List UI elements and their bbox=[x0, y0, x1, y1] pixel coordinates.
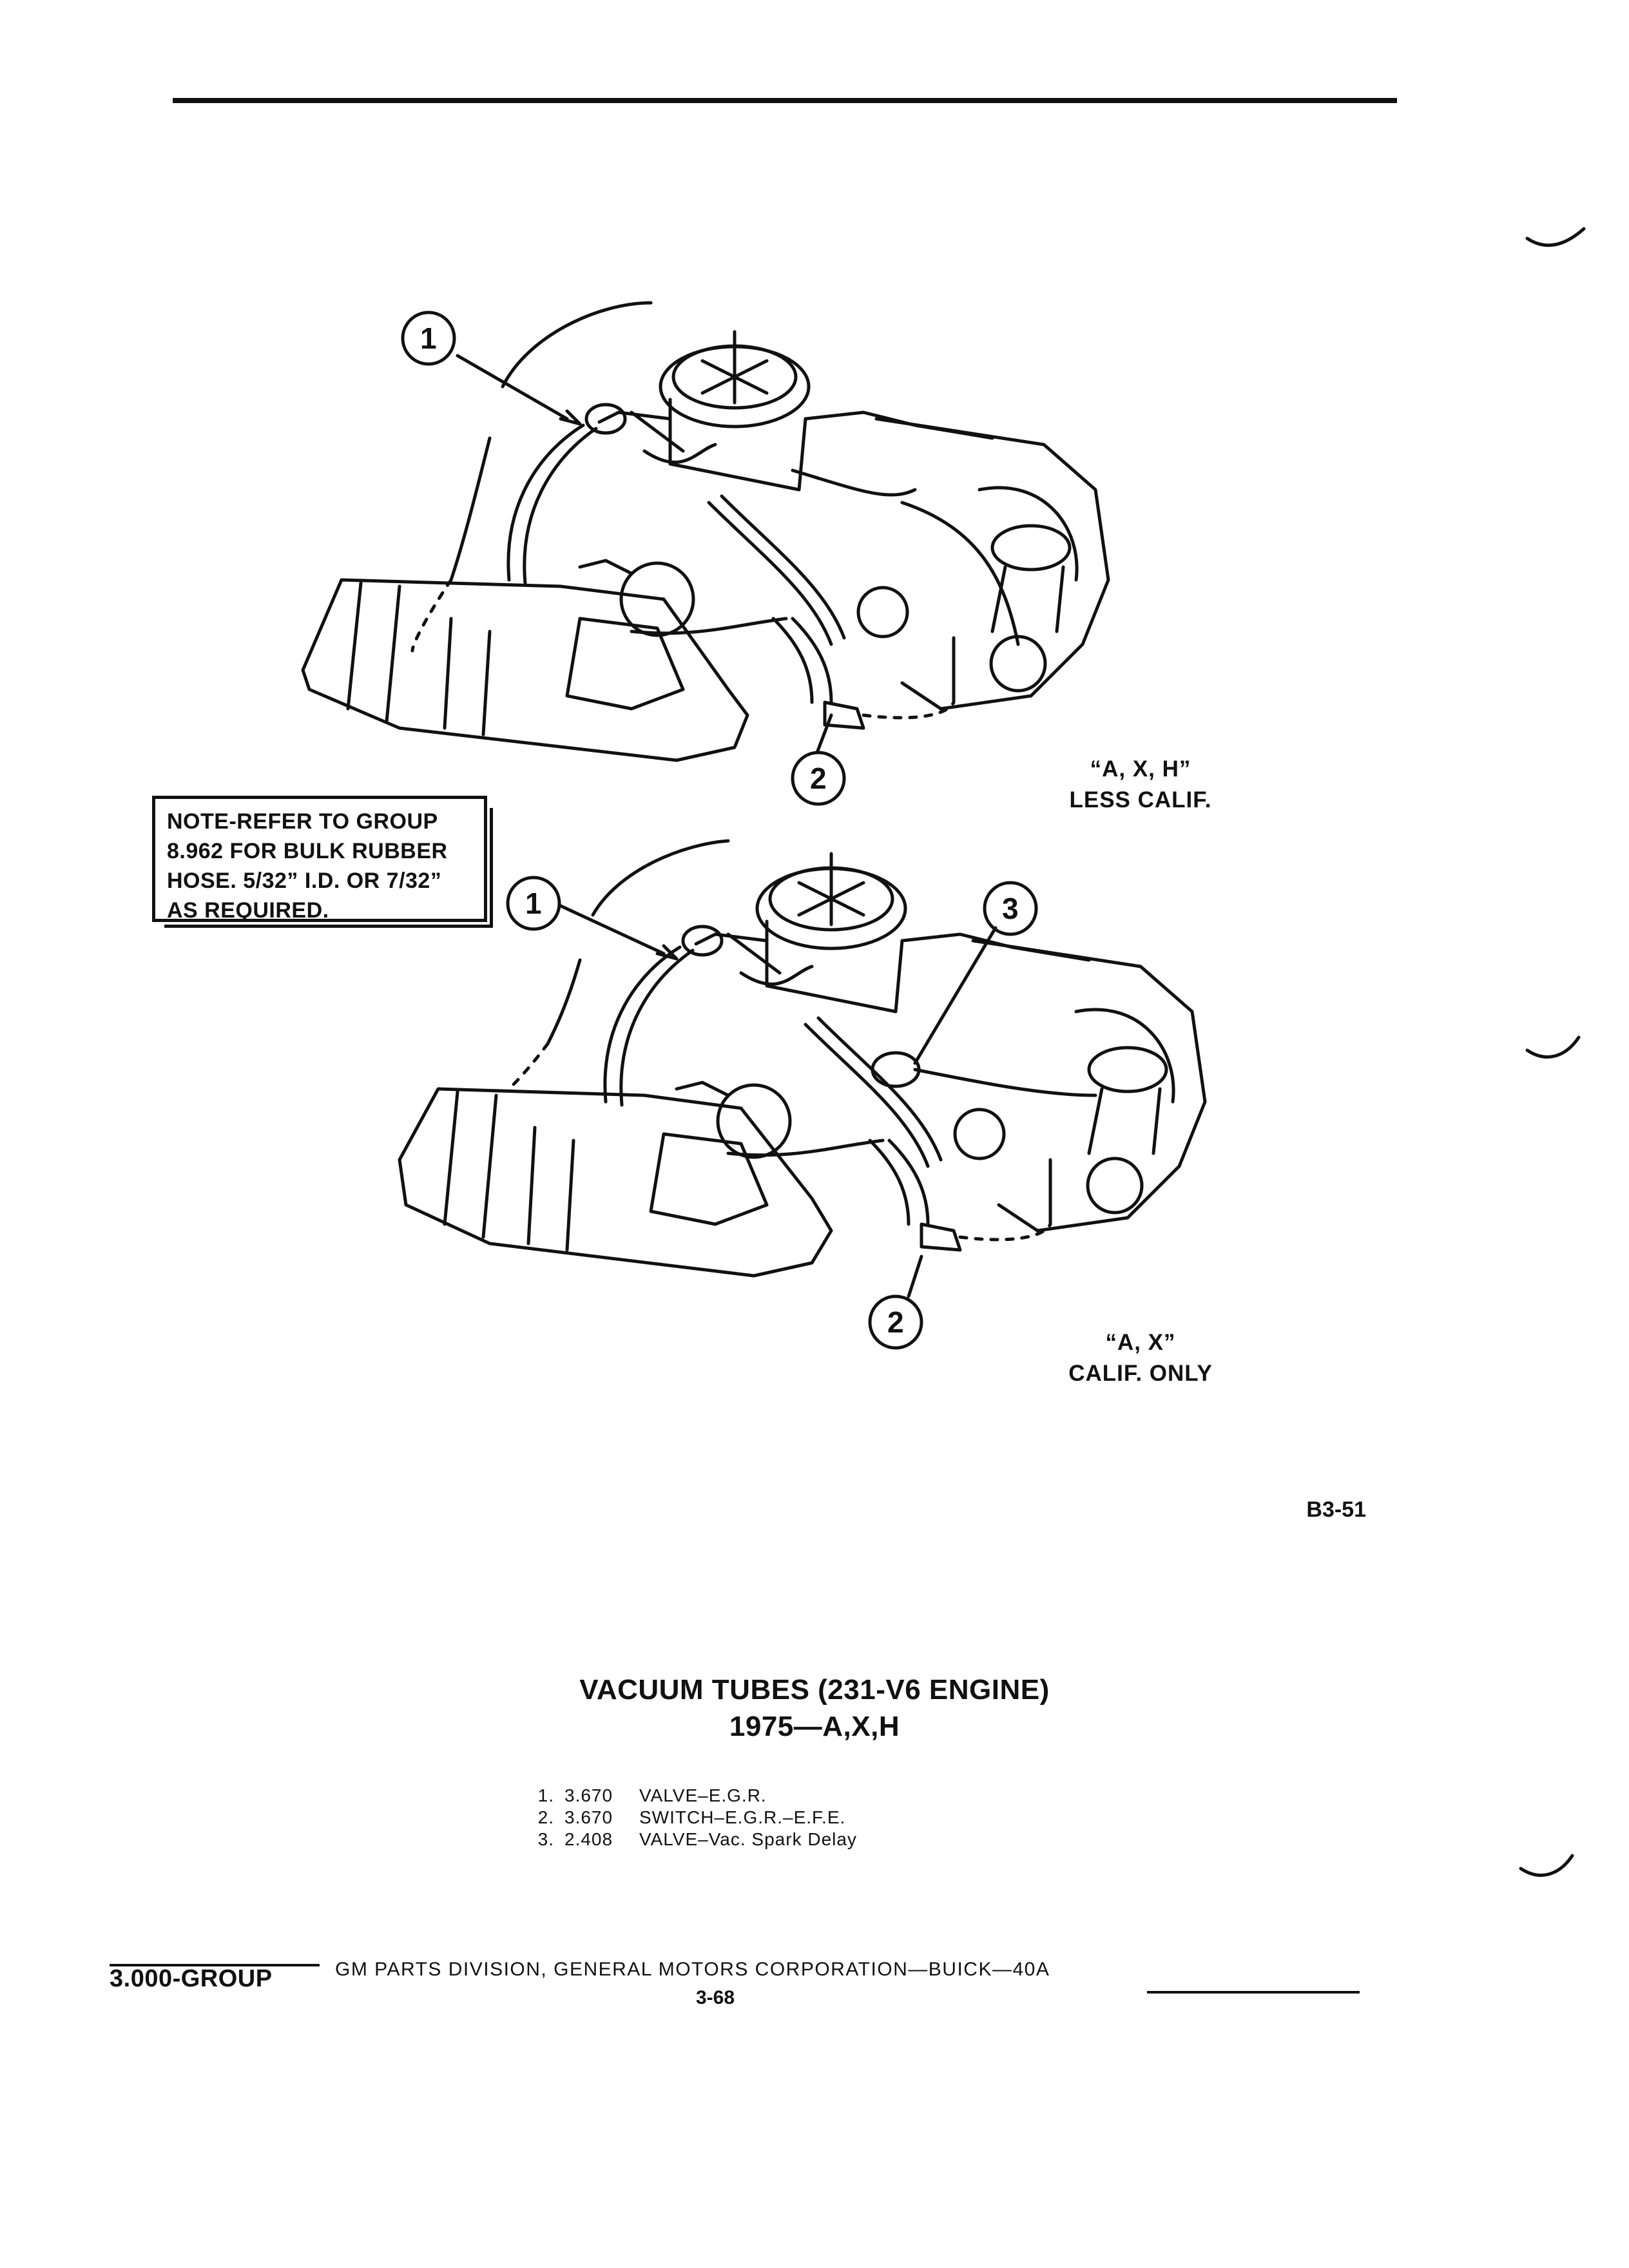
note-line: HOSE. 5/32” I.D. OR 7/32” bbox=[167, 869, 442, 893]
top-engine-drawing bbox=[301, 301, 1110, 762]
part-quantity: 2.408 bbox=[564, 1829, 613, 1849]
callout-circle-2-top bbox=[791, 751, 846, 806]
part-number: 1. bbox=[537, 1785, 554, 1805]
variant-label-bottom: “A, X” CALIF. ONLY bbox=[1057, 1327, 1224, 1389]
callout-circle-1-top bbox=[401, 311, 456, 366]
footer-right-rule bbox=[1147, 1991, 1360, 1994]
figure-id: B3-51 bbox=[1306, 1497, 1366, 1522]
list-item: 2. 3.670 SWITCH–E.G.R.–E.F.E. bbox=[528, 1807, 857, 1829]
part-number: 2. bbox=[537, 1807, 554, 1827]
page-subtitle: 1975—A,X,H bbox=[729, 1711, 900, 1742]
callout-2-bottom: 2 bbox=[887, 1305, 904, 1339]
callout-circle-3-bottom bbox=[983, 881, 1038, 936]
variant-label-top: “A, X, H” LESS CALIF. bbox=[1057, 754, 1224, 816]
callout-circle-2-bottom bbox=[868, 1294, 923, 1350]
page-title: VACUUM TUBES (231-V6 ENGINE) bbox=[579, 1674, 1050, 1706]
callout-circle-1-bottom bbox=[506, 876, 561, 931]
part-description: VALVE–E.G.R. bbox=[639, 1785, 767, 1805]
variant-label-bottom-line1: “A, X” bbox=[1105, 1330, 1176, 1355]
note-line: AS REQUIRED. bbox=[167, 898, 329, 923]
top-rule bbox=[173, 98, 1397, 103]
footer-group: 3.000-GROUP bbox=[110, 1965, 273, 1992]
part-description: VALVE–Vac. Spark Delay bbox=[639, 1829, 857, 1849]
footer-publisher: GM PARTS DIVISION, GENERAL MOTORS CORPOR… bbox=[335, 1959, 1050, 1980]
note-line: 8.962 FOR BULK RUBBER bbox=[167, 839, 448, 863]
callout-1-bottom: 1 bbox=[525, 887, 542, 920]
list-item: 1. 3.670 VALVE–E.G.R. bbox=[528, 1785, 857, 1807]
footer-left-rule bbox=[110, 1964, 320, 1966]
note-line: NOTE-REFER TO GROUP bbox=[167, 809, 438, 834]
variant-label-bottom-line2: CALIF. ONLY bbox=[1068, 1361, 1213, 1386]
page-number: 3-68 bbox=[696, 1987, 735, 2008]
callout-3-bottom: 3 bbox=[1002, 892, 1019, 925]
bottom-engine-drawing bbox=[398, 839, 1207, 1298]
list-item: 3. 2.408 VALVE–Vac. Spark Delay bbox=[528, 1829, 857, 1850]
part-quantity: 3.670 bbox=[564, 1807, 613, 1827]
part-description: SWITCH–E.G.R.–E.F.E. bbox=[639, 1807, 846, 1827]
callout-2-top: 2 bbox=[810, 762, 827, 795]
parts-list: 1. 3.670 VALVE–E.G.R. 2. 3.670 SWITCH–E.… bbox=[528, 1785, 857, 1850]
callout-1-top: 1 bbox=[420, 322, 437, 355]
note-box: NOTE-REFER TO GROUP 8.962 FOR BULK RUBBE… bbox=[152, 796, 493, 928]
variant-label-top-line2: LESS CALIF. bbox=[1069, 787, 1212, 812]
variant-label-top-line1: “A, X, H” bbox=[1090, 756, 1191, 782]
part-quantity: 3.670 bbox=[564, 1785, 613, 1805]
part-number: 3. bbox=[537, 1829, 554, 1849]
